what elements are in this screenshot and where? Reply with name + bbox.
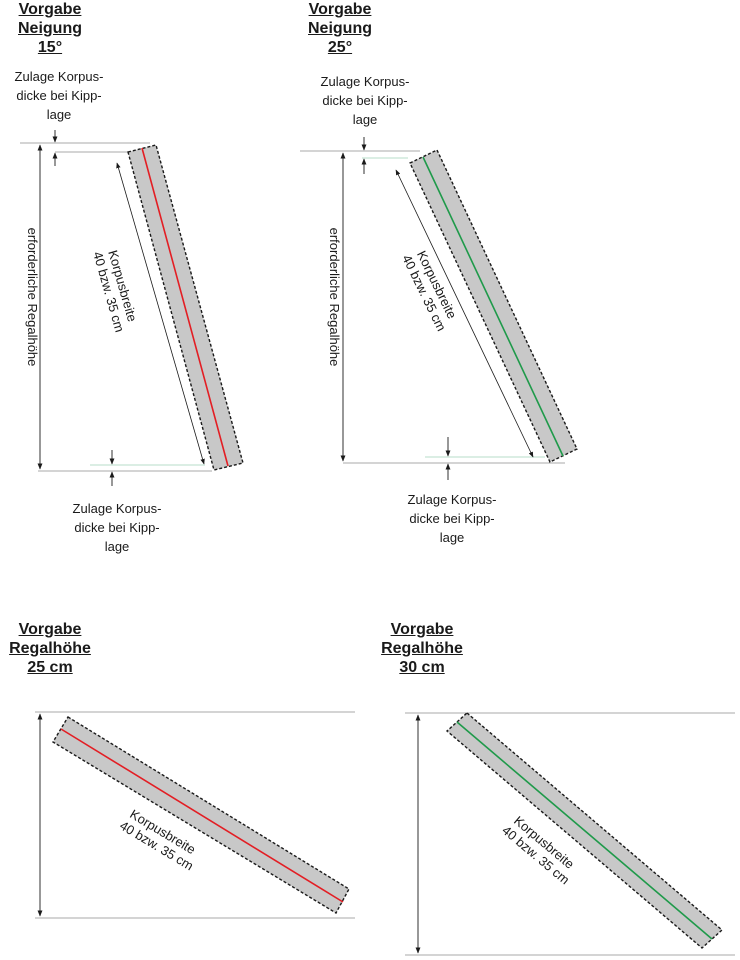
title-line: Regalhöhe <box>381 640 463 657</box>
diagram-regalhoehe-25: Korpusbreite 40 bzw. 35 cm <box>35 711 355 919</box>
note-bottom-15: Zulage Korpus- dicke bei Kipp- lage <box>58 499 176 556</box>
title-line: 15° <box>37 39 63 56</box>
note-line: lage <box>439 530 465 545</box>
note-line: lage <box>46 107 72 122</box>
height-label: erforderliche Regalhöhe <box>327 228 342 367</box>
note-line: lage <box>352 112 378 127</box>
note-line: Zulage Korpus- <box>72 501 162 516</box>
width-label: Korpusbreite 40 bzw. 35 cm <box>90 246 142 334</box>
note-line: dicke bei Kipp- <box>16 88 102 103</box>
diagram-regalhoehe-30: Korpusbreite 40 bzw. 35 cm <box>405 712 735 956</box>
note-top-25: Zulage Korpus- dicke bei Kipp- lage <box>306 72 424 129</box>
title-neigung-15: Vorgabe Neigung 15° <box>0 0 100 57</box>
note-line: Zulage Korpus- <box>407 492 497 507</box>
title-line: Neigung <box>308 20 372 37</box>
title-line: Vorgabe <box>18 621 82 638</box>
title-line: 25 cm <box>27 659 73 676</box>
title-regalhoehe-30: Vorgabe Regalhöhe 30 cm <box>372 620 472 677</box>
title-neigung-25: Vorgabe Neigung 25° <box>290 0 390 57</box>
note-line: dicke bei Kipp- <box>322 93 408 108</box>
title-line: Regalhöhe <box>9 640 91 657</box>
note-line: Zulage Korpus- <box>320 74 410 89</box>
board-centerline <box>456 721 713 940</box>
note-line: lage <box>104 539 130 554</box>
title-line: Vorgabe <box>390 621 454 638</box>
title-line: Vorgabe <box>18 1 82 18</box>
width-dimension-arrow <box>116 162 205 465</box>
note-bottom-25: Zulage Korpus- dicke bei Kipp- lage <box>393 490 511 547</box>
title-regalhoehe-25: Vorgabe Regalhöhe 25 cm <box>0 620 100 677</box>
diagram-neigung-15: erforderliche Regalhöhe Korpusbreite 40 … <box>20 130 244 486</box>
note-top-15: Zulage Korpus- dicke bei Kipp- lage <box>0 67 118 124</box>
title-line: Vorgabe <box>308 1 372 18</box>
board-centerline <box>141 147 229 467</box>
diagram-neigung-25: erforderliche Regalhöhe Korpusbreite 40 … <box>300 137 578 480</box>
title-line: 25° <box>327 39 353 56</box>
note-line: dicke bei Kipp- <box>409 511 495 526</box>
title-line: 30 cm <box>399 659 445 676</box>
note-line: dicke bei Kipp- <box>74 520 160 535</box>
width-dimension-arrow <box>395 169 534 458</box>
height-label: erforderliche Regalhöhe <box>25 228 40 367</box>
title-line: Neigung <box>18 20 82 37</box>
board-centerline <box>60 728 344 903</box>
note-line: Zulage Korpus- <box>14 69 104 84</box>
